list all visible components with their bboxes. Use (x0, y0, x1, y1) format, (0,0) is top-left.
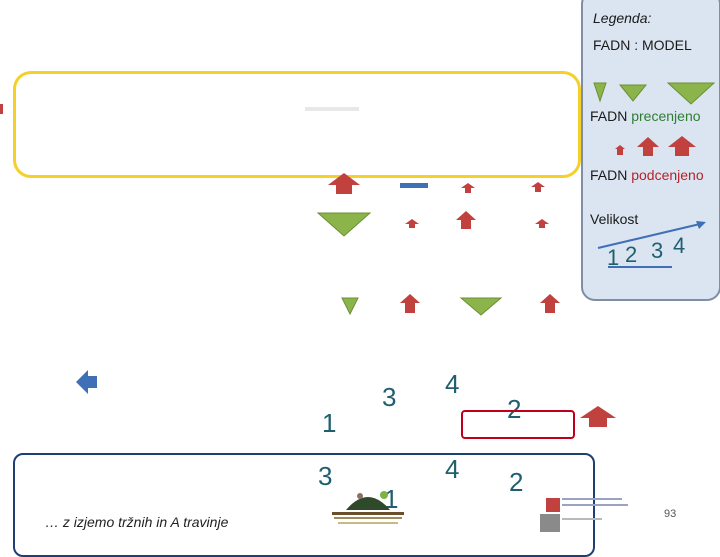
yellow-frame (13, 71, 581, 178)
faint-bar (305, 107, 359, 111)
number-row1-c: 4 (445, 369, 460, 399)
project-logo (332, 491, 404, 524)
left-arrow-icon (76, 370, 97, 394)
footnote: … z izjemo tržnih in A travinje (45, 514, 229, 530)
legend-underestimate-arrows (615, 136, 696, 156)
up-arrow-icon (328, 173, 360, 194)
legend-over-prefix: FADN (590, 108, 632, 124)
scale-digit-2: 2 (625, 242, 638, 267)
up-arrow-icon (461, 183, 475, 193)
number-row2-a: 3 (318, 461, 333, 491)
up-arrow-icon (456, 211, 476, 229)
size-scale-arrow (597, 221, 706, 268)
up-arrow-icon (615, 145, 625, 149)
page-number: 93 (664, 508, 677, 520)
scale-digit-1: 1 (607, 245, 620, 270)
up-arrow-icon-stem (617, 149, 623, 155)
bottom-frame (13, 453, 595, 557)
legend-overestimate-arrows (593, 82, 716, 105)
down-arrow-icon (666, 82, 716, 105)
number-row1-d: 2 (507, 394, 522, 424)
legend-overestimated: FADN precenjeno (590, 108, 701, 124)
number-row2-b: 1 (384, 484, 399, 514)
up-arrow-icon (580, 406, 616, 427)
down-arrow-icon (459, 297, 503, 316)
up-arrow-icon (637, 137, 659, 147)
number-row1-b: 3 (382, 382, 397, 412)
scale-digit-4: 4 (673, 233, 686, 258)
legend-over-word: precenjeno (631, 108, 701, 124)
up-arrow-icon (540, 294, 560, 313)
faculty-logo (540, 498, 628, 532)
legend-under-word: podcenjeno (631, 167, 704, 183)
legend-underestimated: FADN podcenjeno (590, 167, 704, 183)
down-arrow-icon (316, 212, 372, 237)
number-row1-a: 1 (322, 408, 337, 438)
legend-under-prefix: FADN (590, 167, 632, 183)
arrow-grid (76, 173, 616, 427)
up-arrow-icon (400, 294, 420, 313)
number-row2-d: 2 (509, 467, 524, 497)
legend-subtitle: FADN : MODEL (593, 37, 692, 53)
down-arrow-icon (618, 84, 648, 102)
down-arrow-icon (593, 82, 607, 103)
legend-size-label: Velikost (590, 211, 639, 227)
edge-marker (0, 104, 3, 114)
up-arrow-icon (405, 219, 419, 228)
up-arrow-icon (535, 219, 549, 228)
down-arrow-icon (341, 297, 359, 316)
scale-digit-3: 3 (651, 238, 664, 263)
highlight-frame (461, 410, 575, 439)
dash-icon (400, 183, 428, 188)
up-arrow-icon (668, 136, 696, 147)
legend-title: Legenda: (593, 10, 652, 26)
up-arrow-icon (531, 182, 545, 192)
number-row2-c: 4 (445, 454, 460, 484)
